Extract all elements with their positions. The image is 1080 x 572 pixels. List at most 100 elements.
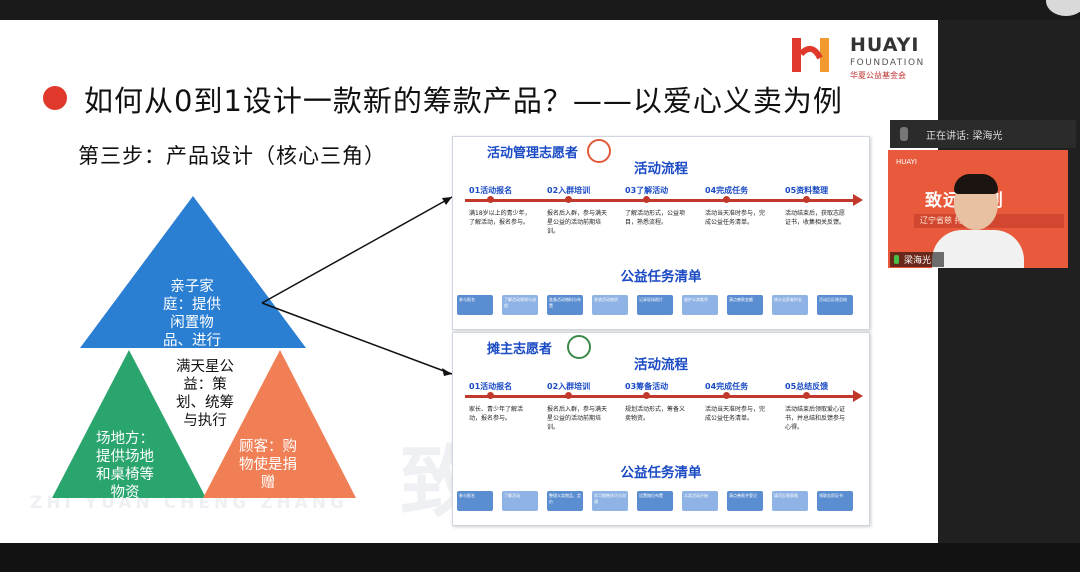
connector-line-top [261,196,453,304]
huayi-logo: HUAYI FOUNDATION 华夏公益基金会 [788,32,938,84]
flow-title: 活动流程 [634,357,688,373]
flow-step-dot [487,392,494,399]
volunteer-avatar-icon [587,139,611,163]
task-title: 公益任务清单 [620,465,702,481]
flow-step-desc: 活动当天准时参与，完成公益任务清单。 [705,406,766,422]
active-speaker-bar [890,120,1076,148]
flow-step-dot [643,196,650,203]
flow-step-dot [565,196,572,203]
speaker-hair [954,174,998,194]
flow-step-label: 05资料整理 [785,186,829,195]
flow-step-desc: 家长、青少年了解活动，报名参与。 [469,406,524,422]
connector-line-bottom [261,302,453,375]
triangle-right [203,350,356,498]
task-item: 发放活动物资 [592,295,628,315]
task-item: 了解活动 [502,491,538,511]
flow-step-desc: 报名后入群，参与满天星公益的活动前期培训。 [547,406,608,431]
panel-title: 摊主志愿者 [487,342,553,357]
flow-step-label: 04完成任务 [705,382,749,391]
task-item: 填写反馈表格 [772,491,808,511]
flow-step-label: 01活动报名 [469,186,513,195]
panel-stall-volunteer: 摊主志愿者 活动流程 01活动报名家长、青少年了解活动，报名参与。 02入群培训报… [452,332,870,526]
task-item: 维护义卖秩序 [682,295,718,315]
video-subtitle: 辽宁省慈 持项目 [920,216,979,225]
title-bullet-icon [43,86,67,110]
flow-step-desc: 报名后入群，参与满天星公益的活动前期培训。 [547,210,608,235]
flow-step-label: 03了解活动 [625,186,669,195]
flow-step-dot [803,196,810,203]
panel-title: 活动管理志愿者 [487,146,579,161]
task-item: 领取志愿证书 [817,491,853,511]
task-item: 活动后反馈总结 [817,295,853,315]
speaker-name: 梁海光 [904,256,932,266]
speaker-body [932,230,1024,268]
flow-step-dot [565,392,572,399]
logo-name: HUAYI [850,34,920,56]
flow-step-dot [723,392,730,399]
slide-title: 如何从0到1设计一款新的筹款产品？——以爱心义卖为例 [84,84,843,118]
task-item: 学习销售技巧与沟通 [592,491,628,511]
task-item: 了解活动规则与流程 [502,295,538,315]
flow-step-label: 03筹备活动 [625,382,669,391]
flow-step-desc: 了解活动形式，公益项目，熟悉流程。 [625,210,686,226]
task-item: 统计志愿者时长 [772,295,808,315]
flow-step-dot [487,196,494,203]
logo-sub: FOUNDATION [850,58,925,68]
triangle-top [80,196,306,348]
task-item: 记录现场照片 [637,295,673,315]
logo-cn: 华夏公益基金会 [850,71,906,80]
flow-step-label: 04完成任务 [705,186,749,195]
timeline-line [465,199,855,202]
flow-step-dot [803,392,810,399]
triangle-right-text: 顾客：购物使是捐赠 [239,439,297,491]
flow-title: 活动流程 [634,161,688,177]
presentation-slide: 致远计 ZHI YUAN CHENG ZHANG HUAYI FOUNDATIO… [0,20,938,543]
task-item: 设置摊位布置 [637,491,673,511]
task-row: 参与报名了解活动整理义卖物品、定价学习销售技巧与沟通设置摊位布置义卖活动开始清点… [457,491,865,513]
flow-step-dot [723,196,730,203]
flow-step-desc: 活动结束后，获取志愿证书，收集相关反馈。 [785,210,846,226]
triangle-top-text: 亲子家庭：提供闲置物品、进行义卖 [163,279,221,367]
task-title: 公益任务清单 [620,269,702,285]
flow-step-desc: 活动当天准时参与，完成公益任务清单。 [705,210,766,226]
triangle-left-text: 场地方：提供场地和桌椅等物资 [96,431,154,501]
flow-step-desc: 规划活动形式，筹备义卖物资。 [625,406,686,422]
core-triangle-diagram [52,196,453,498]
video-logo: HUAYI [896,158,917,166]
arrowhead-bottom-icon [442,368,452,376]
speaker-video-tile[interactable]: HUAYI 致远 计划 辽宁省慈 持项目 [888,150,1068,268]
arrowhead-top-icon [442,197,452,205]
step-heading: 第三步：产品设计（核心三角） [78,144,386,168]
flow-step-label: 02入群培训 [547,186,591,195]
corner-control-button[interactable] [1046,0,1080,16]
task-item: 整理义卖物品、定价 [547,491,583,511]
task-row: 参与报名了解活动规则与流程准备活动物料与布置发放活动物资记录现场照片维护义卖秩序… [457,295,865,317]
window-top-bar [0,0,1080,20]
task-item: 参与报名 [457,295,493,315]
panel-activity-manager: 活动管理志愿者 活动流程 01活动报名满18岁以上的青少年，了解活动，报名参与。… [452,136,870,330]
meeting-side-panel [938,20,1080,543]
triangle-left [52,350,206,498]
flow-step-desc: 满18岁以上的青少年，了解活动，报名参与。 [469,210,531,226]
flow-step-label: 02入群培训 [547,382,591,391]
flow-step-desc: 活动结束后领取爱心证书，并总结和反馈参与心得。 [785,406,846,431]
timeline-line [465,395,855,398]
speaker-name-tag [890,252,944,267]
flow-step-label: 01活动报名 [469,382,513,391]
flow-step-dot [643,392,650,399]
timeline-arrow-icon [853,194,863,206]
microphone-icon [900,127,908,141]
speaking-label: 正在讲话: 梁海光 [926,131,1003,142]
task-item: 清点善款金额 [727,295,763,315]
stall-owner-icon [567,335,591,359]
mic-active-icon [894,255,899,264]
logo-mark-icon [792,38,829,72]
window-bottom-bar [0,543,1080,572]
timeline-arrow-icon [853,390,863,402]
task-item: 清点善款并登记 [727,491,763,511]
task-item: 准备活动物料与布置 [547,295,583,315]
flow-step-label: 05总结反馈 [785,382,829,391]
task-item: 参与报名 [457,491,493,511]
triangle-center-text: 满天星公益：策划、统筹与执行 [176,359,234,429]
task-item: 义卖活动开始 [682,491,718,511]
